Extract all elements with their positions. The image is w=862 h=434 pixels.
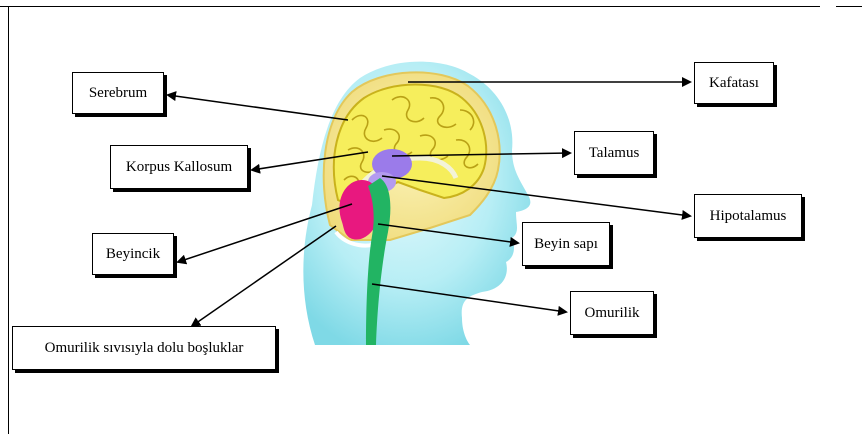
arrow-serebrum	[168, 95, 348, 120]
label-beyin-sapi: Beyin sapı	[522, 222, 610, 266]
label-serebrum: Serebrum	[72, 72, 164, 114]
label-korpus-kallosum: Korpus Kallosum	[110, 145, 248, 189]
label-kafatasi: Kafatası	[694, 62, 774, 104]
label-hipotalamus: Hipotalamus	[694, 194, 802, 238]
label-omurilik-bosluklar: Omurilik sıvısıyla dolu boşluklar	[12, 326, 276, 370]
label-talamus: Talamus	[574, 131, 654, 175]
label-omurilik: Omurilik	[570, 291, 654, 335]
label-beyincik: Beyincik	[92, 233, 174, 275]
